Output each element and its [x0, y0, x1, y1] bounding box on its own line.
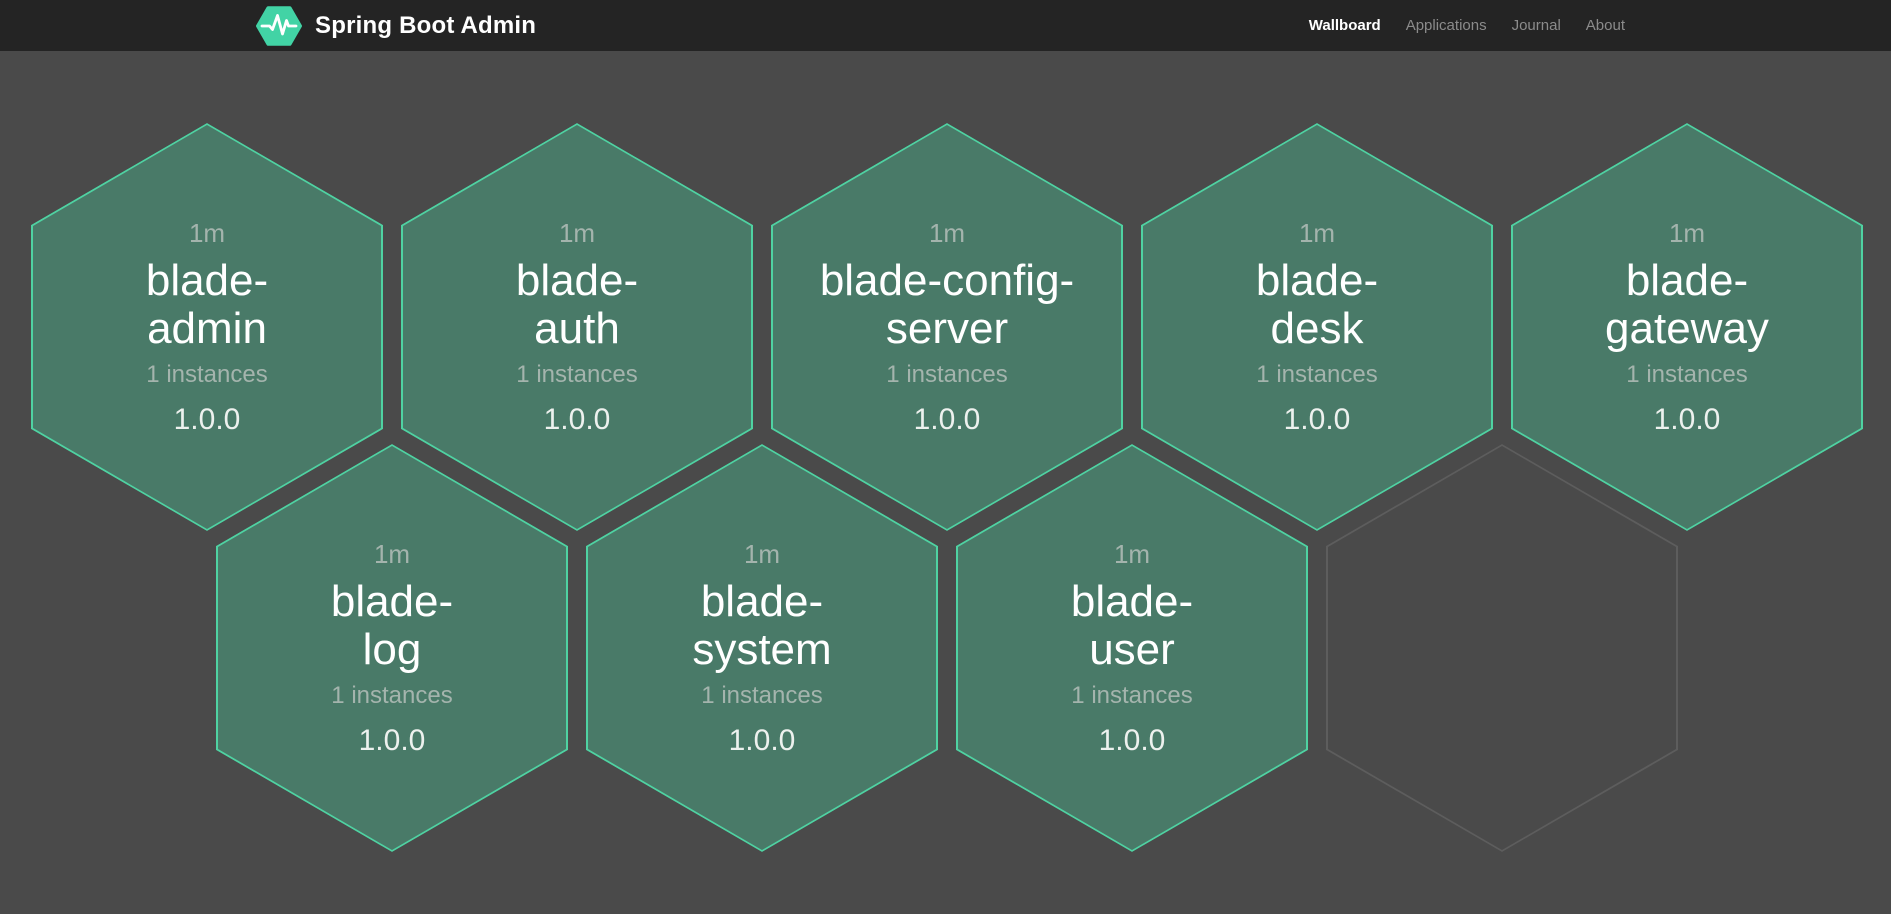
app-hexagon-blade-gateway[interactable]: 1m blade- gateway 1 instances 1.0.0 — [1511, 123, 1863, 531]
hexagon-fill — [1328, 446, 1676, 850]
instances-label: 1 instances — [1256, 360, 1378, 388]
nav-item-wallboard[interactable]: Wallboard — [1308, 17, 1381, 34]
uptime-label: 1m — [1668, 217, 1706, 248]
app-hexagon-blade-user[interactable]: 1m blade- user 1 instances 1.0.0 — [956, 444, 1308, 852]
app-hexagon-blade-auth[interactable]: 1m blade- auth 1 instances 1.0.0 — [401, 123, 753, 531]
uptime-label: 1m — [558, 217, 596, 248]
version-label: 1.0.0 — [173, 402, 241, 436]
version-label: 1.0.0 — [1283, 402, 1351, 436]
instances-label: 1 instances — [146, 360, 268, 388]
app-hexagon-blade-config-server[interactable]: 1m blade-config- server 1 instances 1.0.… — [771, 123, 1123, 531]
empty-hexagon-slot — [1326, 444, 1678, 852]
app-hexagon-blade-log[interactable]: 1m blade- log 1 instances 1.0.0 — [216, 444, 568, 852]
nav-item-applications[interactable]: Applications — [1405, 17, 1487, 34]
nav-item-about[interactable]: About — [1585, 17, 1625, 34]
uptime-label: 1m — [928, 217, 966, 248]
app-title: Spring Boot Admin — [315, 11, 537, 39]
version-label: 1.0.0 — [1653, 402, 1721, 436]
instances-label: 1 instances — [516, 360, 638, 388]
navbar: Spring Boot Admin Wallboard Applications… — [0, 0, 1891, 51]
app-name: blade- gateway — [1605, 255, 1769, 353]
version-label: 1.0.0 — [358, 723, 426, 757]
instances-label: 1 instances — [1071, 681, 1193, 709]
app-hexagon-blade-system[interactable]: 1m blade- system 1 instances 1.0.0 — [586, 444, 938, 852]
app-name: blade- user — [1070, 576, 1194, 674]
uptime-label: 1m — [743, 538, 781, 569]
spring-boot-admin-logo-icon — [256, 5, 302, 46]
version-label: 1.0.0 — [728, 723, 796, 757]
version-label: 1.0.0 — [913, 402, 981, 436]
app-name: blade-config- server — [819, 255, 1075, 353]
app-hexagon-blade-desk[interactable]: 1m blade- desk 1 instances 1.0.0 — [1141, 123, 1493, 531]
main-nav: Wallboard Applications Journal About — [1309, 0, 1625, 51]
uptime-label: 1m — [1298, 217, 1336, 248]
app-name: blade- log — [330, 576, 454, 674]
version-label: 1.0.0 — [543, 402, 611, 436]
instances-label: 1 instances — [701, 681, 823, 709]
uptime-label: 1m — [1113, 538, 1151, 569]
app-name: blade- admin — [145, 255, 269, 353]
app-name: blade- auth — [515, 255, 639, 353]
uptime-label: 1m — [188, 217, 226, 248]
instances-label: 1 instances — [331, 681, 453, 709]
brand[interactable]: Spring Boot Admin — [256, 0, 536, 51]
app-name: blade- system — [692, 576, 832, 674]
nav-item-journal[interactable]: Journal — [1511, 17, 1561, 34]
version-label: 1.0.0 — [1098, 723, 1166, 757]
uptime-label: 1m — [373, 538, 411, 569]
instances-label: 1 instances — [886, 360, 1008, 388]
app-hexagon-blade-admin[interactable]: 1m blade- admin 1 instances 1.0.0 — [31, 123, 383, 531]
app-name: blade- desk — [1255, 255, 1379, 353]
instances-label: 1 instances — [1626, 360, 1748, 388]
